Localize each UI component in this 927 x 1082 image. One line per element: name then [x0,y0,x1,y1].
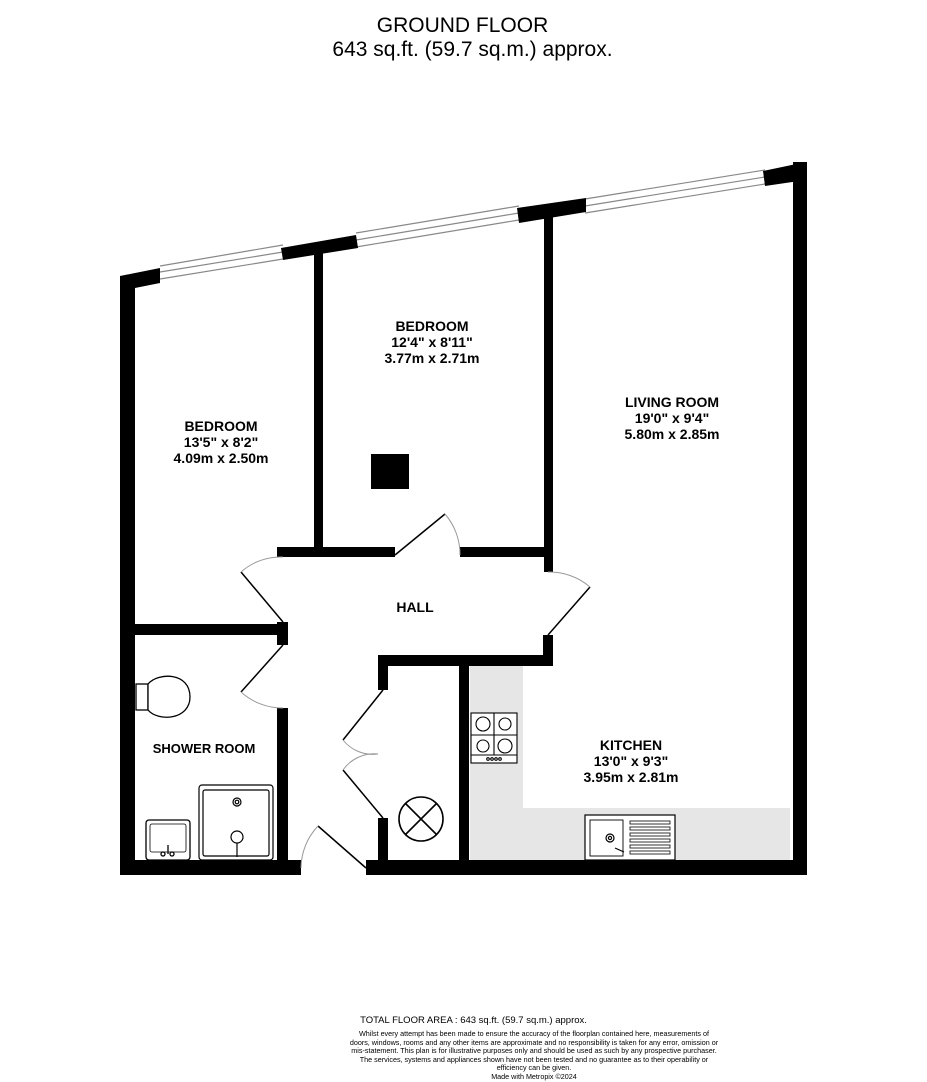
sink-icon [584,814,676,861]
disclaimer: Whilst every attempt has been made to en… [349,1029,719,1073]
room-imperial: 12'4" x 8'11" [391,334,473,350]
room-name: LIVING ROOM [624,394,720,410]
room-metric: 3.95m x 2.81m [583,769,679,785]
room-imperial: 13'0" x 9'3" [593,753,669,769]
room-imperial: 19'0" x 9'4" [634,410,710,426]
boiler-cupboard-icon [398,796,444,842]
room-name: KITCHEN [599,737,663,753]
total-floor-area: TOTAL FLOOR AREA : 643 sq.ft. (59.7 sq.m… [360,1015,587,1026]
hob-icon [470,712,518,764]
plan-footer: TOTAL FLOOR AREA : 643 sq.ft. (59.7 sq.m… [0,1015,927,1082]
room-name: BEDROOM [184,418,258,434]
room-name: BEDROOM [395,318,469,334]
room-imperial: 13'5" x 8'2" [183,434,259,450]
room-name: HALL [396,599,434,615]
exterior-walls [120,162,807,875]
room-name: SHOWER ROOM [152,741,256,756]
room-metric: 5.80m x 2.85m [624,426,720,442]
interior-walls [120,212,553,868]
room-label-bedroom-2: BEDROOM 12'4" x 8'11" 3.77m x 2.71m [385,318,480,366]
shower-tray-icon [198,784,274,861]
column-icon [371,454,409,489]
floor-name: GROUND FLOOR [376,14,549,37]
floor-area: 643 sq.ft. (59.7 sq.m.) approx. [332,38,613,61]
room-label-shower-room: SHOWER ROOM [153,741,256,757]
room-metric: 3.77m x 2.71m [384,350,480,366]
room-label-bedroom-1: BEDROOM 13'5" x 8'2" 4.09m x 2.50m [174,418,269,466]
credit: Made with Metropix ©2024 [491,1071,577,1081]
room-label-kitchen: KITCHEN 13'0" x 9'3" 3.95m x 2.81m [584,737,679,785]
room-label-hall: HALL [396,599,433,615]
door-swing-icon [240,513,591,869]
window-icon [159,169,766,280]
wc-icon [135,675,191,718]
room-metric: 4.09m x 2.50m [173,450,269,466]
room-label-living-room: LIVING ROOM 19'0" x 9'4" 5.80m x 2.85m [625,394,720,442]
kitchen-worktop [470,665,790,860]
wash-basin-icon [145,819,191,861]
plan-header: GROUND FLOOR 643 sq.ft. (59.7 sq.m.) app… [0,14,927,62]
